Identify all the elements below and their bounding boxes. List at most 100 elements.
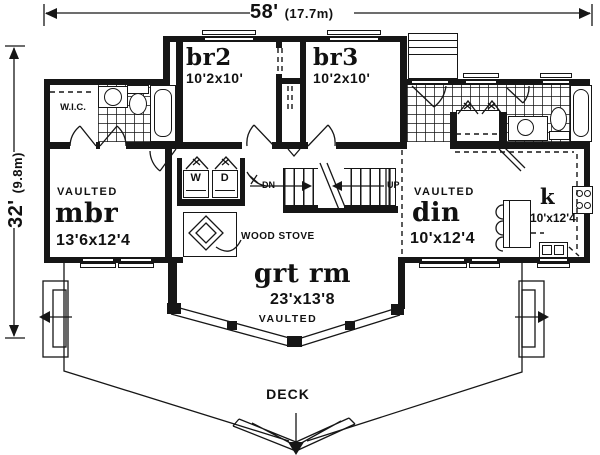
br2-room-label: br2 <box>186 44 232 71</box>
mbr-room-label: mbr <box>55 198 119 229</box>
porch-step-line <box>408 54 458 56</box>
kitchen-counter-dashes <box>401 147 580 257</box>
washer-door-line <box>186 190 206 192</box>
entry-door-threshold <box>412 80 448 84</box>
deck-steps-right <box>515 280 549 358</box>
wall <box>276 78 306 84</box>
window <box>543 80 569 84</box>
toilet-bowl <box>129 93 147 115</box>
wall <box>276 42 282 48</box>
sink <box>104 88 122 106</box>
window-post <box>391 304 404 315</box>
wall <box>398 263 405 309</box>
window-post <box>227 321 237 330</box>
window <box>330 37 378 41</box>
burner <box>584 202 591 209</box>
window <box>540 258 567 262</box>
window-post <box>167 303 181 314</box>
br3-size-label: 10'2x10' <box>313 70 371 86</box>
br3-room-label: br3 <box>313 44 359 71</box>
great-room-size-label: 23'x13'8 <box>270 291 335 308</box>
deck-label: DECK <box>266 386 310 402</box>
wall <box>283 206 398 213</box>
wall <box>44 257 183 263</box>
window-sill <box>118 263 154 268</box>
wall <box>336 142 407 149</box>
height-dimension-line <box>5 45 25 339</box>
window-post <box>287 336 302 347</box>
wall <box>126 142 176 149</box>
toilet-bowl <box>550 107 567 131</box>
wall <box>500 112 507 142</box>
closet-bifold-dashes <box>277 48 293 112</box>
window-sill <box>327 30 381 35</box>
window-sill <box>202 30 256 35</box>
porch-step-line <box>408 40 458 42</box>
window-sill <box>419 263 467 268</box>
toilet-tank <box>549 131 570 140</box>
counter-edge-line <box>509 200 511 248</box>
wall <box>177 158 182 202</box>
sink <box>517 119 534 136</box>
window-sill <box>537 263 570 268</box>
din-ceiling-label: VAULTED <box>414 186 475 198</box>
window-post <box>345 321 355 330</box>
kitchen-room-label: k <box>540 184 556 209</box>
dryer-door-line <box>215 190 235 192</box>
window <box>205 37 253 41</box>
window-sill <box>463 73 499 78</box>
window <box>121 258 151 262</box>
width-dimension-label: 58' (17.7m) <box>250 1 334 23</box>
wic-shelf-dashes <box>48 91 95 138</box>
wall <box>44 142 70 149</box>
wall <box>276 74 282 78</box>
wall <box>44 85 50 263</box>
dryer-label: D <box>220 172 230 184</box>
wall <box>163 36 407 42</box>
sink-basin <box>542 245 552 255</box>
stairs-down-label: DN <box>262 180 275 190</box>
wall <box>176 42 183 142</box>
wall <box>584 85 590 263</box>
wall <box>240 158 245 202</box>
great-room-ceiling-label: VAULTED <box>258 313 318 325</box>
burner <box>584 190 591 197</box>
window-sill <box>80 263 116 268</box>
washer-label: W <box>190 172 202 184</box>
washer-box <box>183 170 209 198</box>
wall <box>450 112 456 142</box>
wall <box>163 42 170 85</box>
din-size-label: 10'x12'4 <box>410 230 475 247</box>
sink-basin <box>554 245 564 255</box>
porch-step-line <box>408 47 458 49</box>
window-sill <box>469 263 500 268</box>
wood-stove <box>188 215 242 252</box>
wall <box>450 142 590 149</box>
burner <box>576 202 583 209</box>
great-room-label: grt rm <box>253 259 352 289</box>
wall <box>176 142 242 149</box>
bathtub-basin <box>573 89 589 137</box>
window <box>472 258 497 262</box>
deck-steps-left <box>39 280 72 358</box>
wood-stove-label: WOOD STOVE <box>241 231 315 242</box>
wall <box>177 199 245 206</box>
window-sill <box>540 73 572 78</box>
window <box>83 258 113 262</box>
dryer-box <box>212 170 238 198</box>
bifold-chevrons <box>185 99 503 170</box>
wall <box>44 79 170 85</box>
mbr-size-label: 13'6x12'4 <box>56 232 131 249</box>
door-arcs <box>69 85 530 172</box>
kitchen-peninsula <box>503 200 531 248</box>
window <box>422 258 464 262</box>
wall <box>300 42 306 142</box>
window <box>466 80 496 84</box>
wall <box>272 142 308 149</box>
wall <box>400 42 407 142</box>
wood-stove-hearth <box>183 212 237 257</box>
wall <box>276 84 282 142</box>
